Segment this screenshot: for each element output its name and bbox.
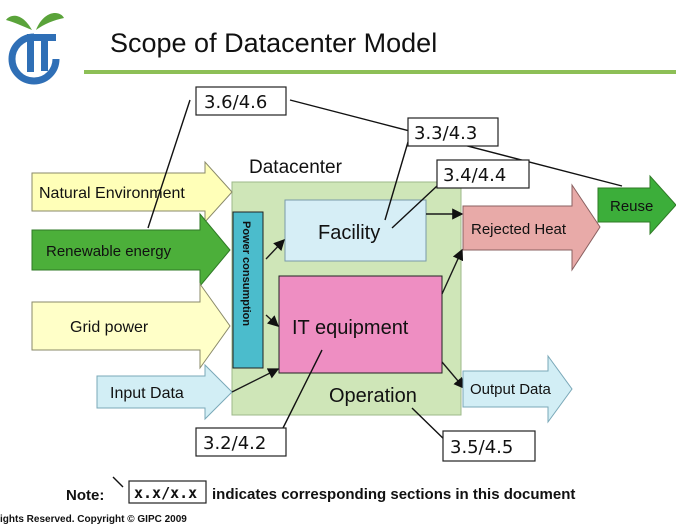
rejected-heat-arrow-shape: [462, 183, 601, 272]
section-tag-facility-a-box: [407, 117, 499, 147]
renewable-energy-arrow: Renewable energy: [31, 212, 231, 288]
rejected-heat-arrow: Rejected Heat: [462, 183, 601, 272]
section-tag-top-box: [195, 86, 287, 116]
section-tag-operation-box: [442, 430, 536, 462]
input-data-label: Input Data: [110, 385, 184, 402]
note-example-tag-box: [128, 480, 207, 504]
logo-bar-top: [34, 34, 56, 41]
power-consumption-bar: [232, 211, 264, 369]
note-leader: [112, 476, 124, 488]
renewable-energy-arrow-shape: [31, 212, 231, 288]
logo-bar-left: [27, 34, 34, 72]
note-text: indicates corresponding sections in this…: [212, 486, 575, 503]
note-label: Note:: [66, 487, 104, 504]
header-rule: [84, 70, 676, 74]
note-example-tag: x.x/x.x: [134, 484, 197, 502]
slide-title: Scope of Datacenter Model: [110, 28, 437, 58]
logo-bar-stem: [41, 41, 48, 71]
power-to-facility-arrow: [265, 238, 285, 260]
reuse-label: Reuse: [610, 198, 653, 215]
logo-leaf-right: [36, 13, 64, 30]
reuse-arrow: Reuse: [597, 174, 676, 236]
operation-label: Operation: [329, 385, 417, 407]
gipc-logo: [6, 13, 64, 85]
section-tag-it: 3.2/4.2: [195, 427, 287, 457]
output-data-label: Output Data: [470, 381, 552, 398]
reuse-arrow-shape: [597, 174, 676, 236]
tag-top-leader-left: [147, 99, 191, 229]
section-tag-facility-b-text: 3.4/4.4: [443, 165, 506, 186]
output-data-arrow: Output Data: [462, 354, 573, 424]
section-tag-operation-text: 3.5/4.5: [450, 437, 513, 458]
grid-power-arrow: Grid power: [31, 282, 231, 370]
power-to-it-arrow: [265, 314, 280, 327]
input-data-arrow: Input Data: [96, 363, 233, 421]
section-tag-top-text: 3.6/4.6: [204, 92, 267, 113]
footer-copyright: ights Reserved. Copyright © GIPC 2009: [0, 514, 187, 525]
input-to-it-arrow: [231, 368, 280, 393]
rejected-heat-label: Rejected Heat: [471, 221, 567, 238]
tag-facility-b-leader: [391, 185, 438, 229]
tag-it-leader: [282, 349, 323, 429]
facility-label: Facility: [318, 222, 380, 244]
natural-environment-arrow: Natural Environment: [31, 160, 233, 224]
datacenter-label: Datacenter: [249, 157, 343, 178]
section-tag-operation: 3.5/4.5: [442, 430, 536, 462]
it-equipment-label: IT equipment: [292, 317, 409, 339]
tag-facility-a-leader: [384, 141, 409, 221]
section-tag-facility-a-text: 3.3/4.3: [414, 123, 477, 144]
section-tag-it-box: [195, 427, 287, 457]
it-to-output-arrow: [441, 361, 465, 390]
logo-leaf-left: [6, 15, 32, 30]
power-consumption-label: Power consumption: [240, 221, 252, 326]
section-tag-top: 3.6/4.6: [195, 86, 287, 116]
grid-power-arrow-shape: [31, 282, 231, 370]
section-tag-facility-b-box: [436, 159, 530, 189]
it-equipment-box: [278, 275, 443, 374]
natural-environment-arrow-shape: [31, 160, 233, 224]
it-to-heat-arrow: [441, 248, 464, 295]
output-data-arrow-shape: [462, 354, 573, 424]
section-tag-facility-b: 3.4/4.4: [436, 159, 530, 189]
facility-box: [284, 199, 427, 262]
renewable-energy-label: Renewable energy: [46, 243, 172, 260]
grid-power-label: Grid power: [70, 319, 149, 336]
natural-environment-label: Natural Environment: [39, 185, 185, 202]
logo-ring: [8, 33, 60, 85]
section-tag-it-text: 3.2/4.2: [203, 433, 266, 454]
input-data-arrow-shape: [96, 363, 233, 421]
section-tag-facility-a: 3.3/4.3: [407, 117, 499, 147]
